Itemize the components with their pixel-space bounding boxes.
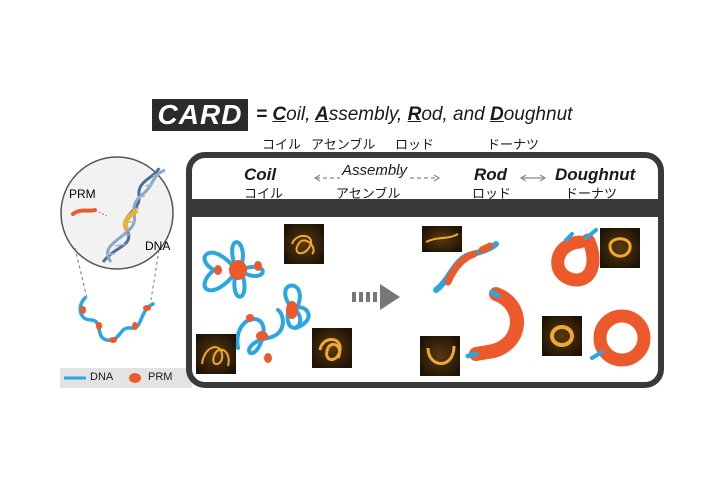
doughnut-subtitle: ドーナツ bbox=[565, 187, 618, 202]
coil-subtitle: コイル bbox=[244, 187, 284, 202]
rod-micrograph-1 bbox=[422, 226, 462, 252]
coil-micrograph-1 bbox=[284, 224, 324, 264]
assembly-subtitle: アセンブル bbox=[336, 187, 401, 202]
doughnut-structure-2 bbox=[590, 309, 651, 367]
word-rest: od, and bbox=[421, 104, 485, 125]
jp-coil: コイル bbox=[262, 138, 302, 153]
prm-strand-icon bbox=[71, 208, 97, 216]
jp-rod: ロッド bbox=[395, 138, 435, 153]
panel-content bbox=[196, 224, 651, 376]
assembly-title: Assembly bbox=[342, 162, 408, 179]
legend-dna-label: DNA bbox=[90, 371, 114, 383]
legend-prm-label: PRM bbox=[148, 371, 173, 383]
rod-structure-1 bbox=[433, 241, 499, 293]
word-cap: D bbox=[490, 104, 504, 125]
word-rest: oil, bbox=[286, 104, 311, 125]
equals-sign: = bbox=[256, 104, 268, 125]
coil-micrograph-3 bbox=[312, 328, 352, 368]
dna-label: DNA bbox=[145, 239, 170, 253]
word-rest: oughnut bbox=[503, 104, 573, 125]
dna-legend-icon bbox=[64, 376, 86, 380]
doughnut-micrograph-2 bbox=[542, 316, 582, 356]
word-cap: A bbox=[315, 104, 329, 125]
wavy-dna bbox=[78, 296, 155, 342]
dna-helix-icon bbox=[101, 167, 166, 263]
rod-subtitle: ロッド bbox=[472, 187, 512, 202]
card-badge: CARD bbox=[152, 99, 248, 131]
prm-label: PRM bbox=[69, 187, 96, 201]
zoom-circle bbox=[60, 156, 174, 270]
word-cap: R bbox=[407, 104, 422, 125]
coil-structure-1 bbox=[202, 240, 265, 299]
jp-doughnut: ドーナツ bbox=[487, 138, 540, 153]
coil-title: Coil bbox=[244, 165, 277, 184]
coil-structure-2 bbox=[283, 283, 311, 330]
inset-illustration: PRM DNA bbox=[60, 156, 174, 343]
coil-structure-3 bbox=[235, 308, 285, 363]
rod-micrograph-2 bbox=[420, 336, 460, 376]
legend: DNA PRM bbox=[60, 368, 192, 388]
transition-arrow-icon bbox=[352, 284, 400, 310]
jp-assembly: アセンブル bbox=[311, 138, 376, 153]
doughnut-structure-1 bbox=[551, 228, 600, 287]
doughnut-title: Doughnut bbox=[555, 165, 636, 184]
rod-structure-2 bbox=[465, 287, 524, 361]
prm-legend-icon bbox=[129, 373, 141, 383]
prm-dots bbox=[80, 305, 151, 343]
card-expansion: = Coil, Assembly, Rod, and Doughnut bbox=[256, 104, 572, 126]
header-divider-bar bbox=[192, 199, 658, 217]
coil-micrograph-2 bbox=[196, 334, 236, 374]
heading-arrows bbox=[313, 173, 547, 182]
word-cap: C bbox=[272, 104, 287, 125]
doughnut-micrograph-1 bbox=[600, 228, 640, 268]
rod-title: Rod bbox=[474, 165, 508, 184]
word-rest: ssembly, bbox=[328, 104, 403, 125]
